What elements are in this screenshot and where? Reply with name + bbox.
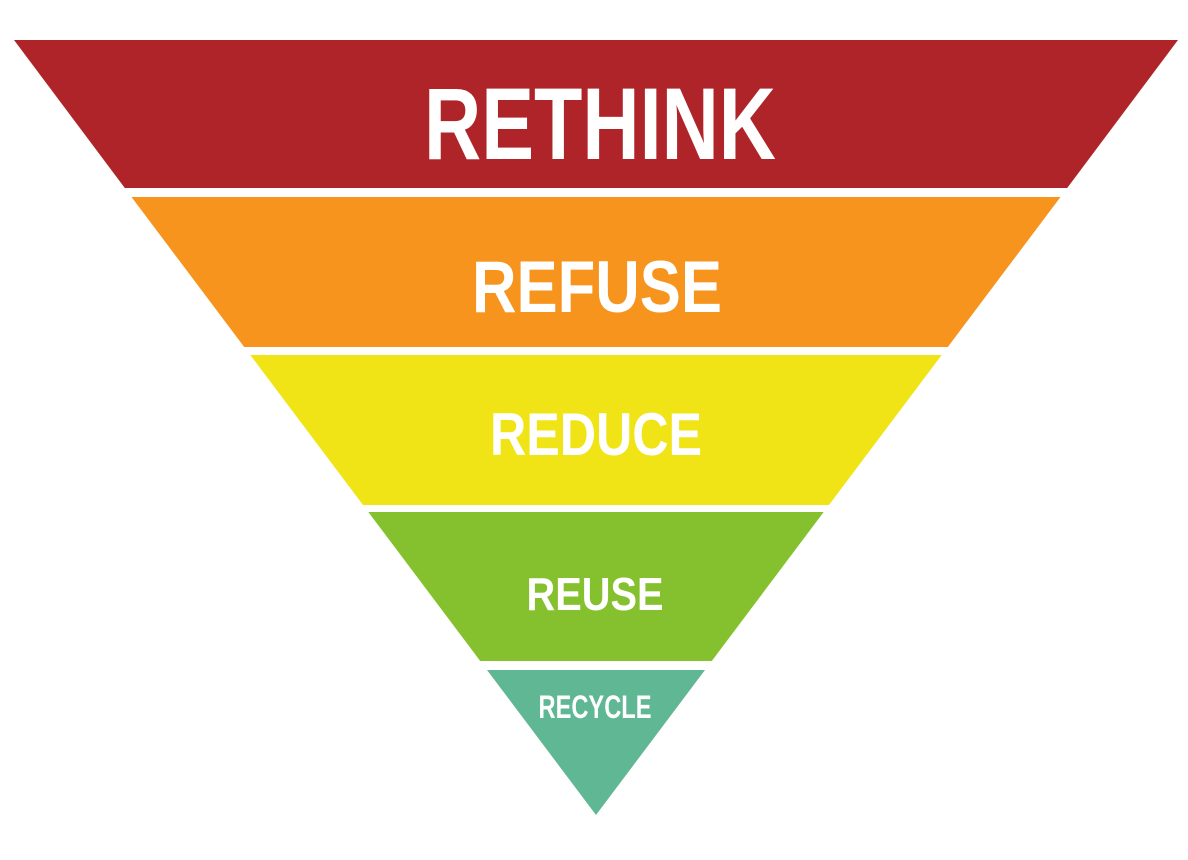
level-reuse: REUSE: [368, 512, 824, 661]
level-rethink: RETHINK: [14, 40, 1178, 188]
level-refuse-label: REFUSE: [472, 247, 722, 328]
level-reuse-segment: [368, 512, 824, 661]
level-refuse: REFUSE: [131, 197, 1061, 347]
level-reduce-label: REDUCE: [490, 401, 702, 468]
level-reduce-segment: [250, 355, 942, 505]
level-recycle: RECYCLE: [487, 670, 705, 815]
level-reduce: REDUCE: [250, 355, 942, 505]
level-reuse-label: REUSE: [527, 568, 664, 620]
level-refuse-segment: [131, 197, 1061, 347]
level-rethink-segment: [14, 40, 1178, 188]
level-recycle-label: RECYCLE: [539, 689, 652, 725]
level-rethink-label: RETHINK: [424, 67, 776, 181]
level-recycle-segment: [487, 670, 705, 815]
